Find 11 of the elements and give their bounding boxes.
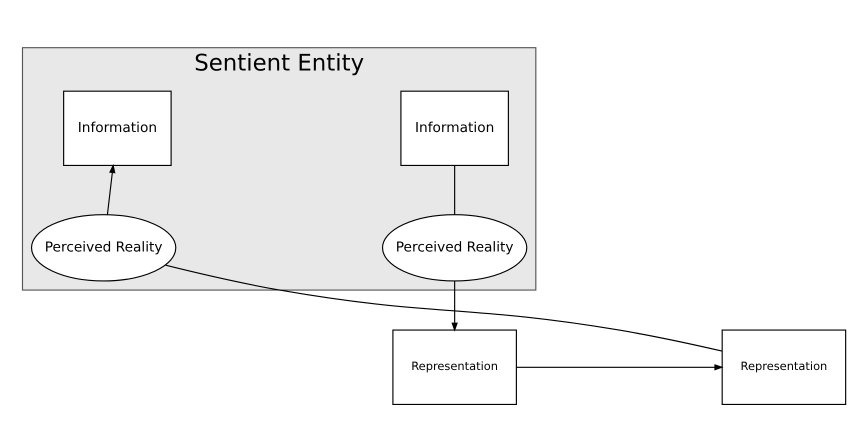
node-ellipse: Perceived Reality	[30, 214, 176, 282]
node-box: Representation	[722, 330, 846, 405]
node-ellipse: Perceived Reality	[382, 214, 528, 282]
connector	[166, 264, 722, 352]
connector	[454, 166, 456, 214]
node-box: Information	[400, 90, 509, 166]
arrow	[451, 280, 458, 332]
node-box: Information	[63, 90, 172, 166]
arrow	[106, 164, 116, 214]
arrow	[516, 364, 724, 370]
node-box: Representation	[392, 330, 517, 405]
